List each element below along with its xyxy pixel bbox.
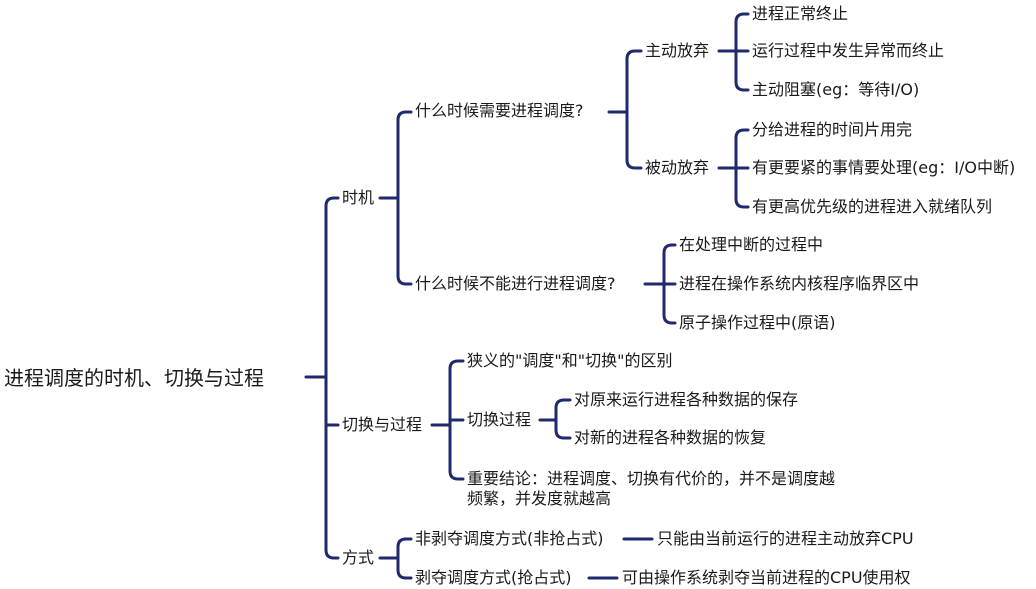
leaf-nonpreemptive-detail[interactable]: 只能由当前运行的进程主动放弃CPU <box>657 529 914 548</box>
connector-timing-spine <box>396 110 413 286</box>
topic-preemptive[interactable]: 剥夺调度方式(抢占式) <box>415 568 572 587</box>
leaf-voluntary-1[interactable]: 进程正常终止 <box>752 4 849 23</box>
topic-when-need[interactable]: 什么时候需要进程调度? <box>415 101 584 120</box>
root-topic[interactable]: 进程调度的时机、切换与过程 <box>4 366 264 390</box>
topic-when-not[interactable]: 什么时候不能进行进程调度? <box>415 274 616 293</box>
topic-timing[interactable]: 时机 <box>342 188 375 207</box>
topic-forced[interactable]: 被动放弃 <box>645 158 710 177</box>
connector-when-need-spine <box>625 49 643 170</box>
leaf-restore-data[interactable]: 对新的进程各种数据的恢复 <box>574 428 767 447</box>
leaf-voluntary-3[interactable]: 主动阻塞(eg：等待I/O) <box>752 80 920 99</box>
topic-switch-process[interactable]: 切换过程 <box>467 410 532 429</box>
leaf-when-not-1[interactable]: 在处理中断的过程中 <box>679 235 824 254</box>
topic-nonpreemptive[interactable]: 非剥夺调度方式(非抢占式) <box>415 529 604 548</box>
leaf-when-not-2[interactable]: 进程在操作系统内核程序临界区中 <box>679 274 920 293</box>
topic-voluntary[interactable]: 主动放弃 <box>645 41 710 60</box>
leaf-difference[interactable]: 狭义的"调度"和"切换"的区别 <box>467 351 673 370</box>
connector-switch-process-spine <box>554 398 572 440</box>
leaf-conclusion[interactable]: 重要结论：进程调度、切换有代价的，并不是调度越频繁，并发度就越高 <box>467 469 836 508</box>
leaf-forced-1[interactable]: 分给进程的时间片用完 <box>752 120 913 139</box>
leaf-save-data[interactable]: 对原来运行进程各种数据的保存 <box>574 390 799 409</box>
connector-mode-spine <box>396 537 413 580</box>
leaf-voluntary-2[interactable]: 运行过程中发生异常而终止 <box>752 41 945 60</box>
topic-switch[interactable]: 切换与过程 <box>342 415 423 434</box>
connector-root-spine <box>324 196 340 560</box>
topic-mode[interactable]: 方式 <box>342 548 375 567</box>
leaf-when-not-3[interactable]: 原子操作过程中(原语) <box>679 313 836 332</box>
leaf-forced-3[interactable]: 有更高优先级的进程进入就绪队列 <box>752 197 993 216</box>
leaf-preemptive-detail[interactable]: 可由操作系统剥夺当前进程的CPU使用权 <box>622 568 911 587</box>
leaf-forced-2[interactable]: 有更要紧的事情要处理(eg：I/O中断) <box>752 158 1016 177</box>
